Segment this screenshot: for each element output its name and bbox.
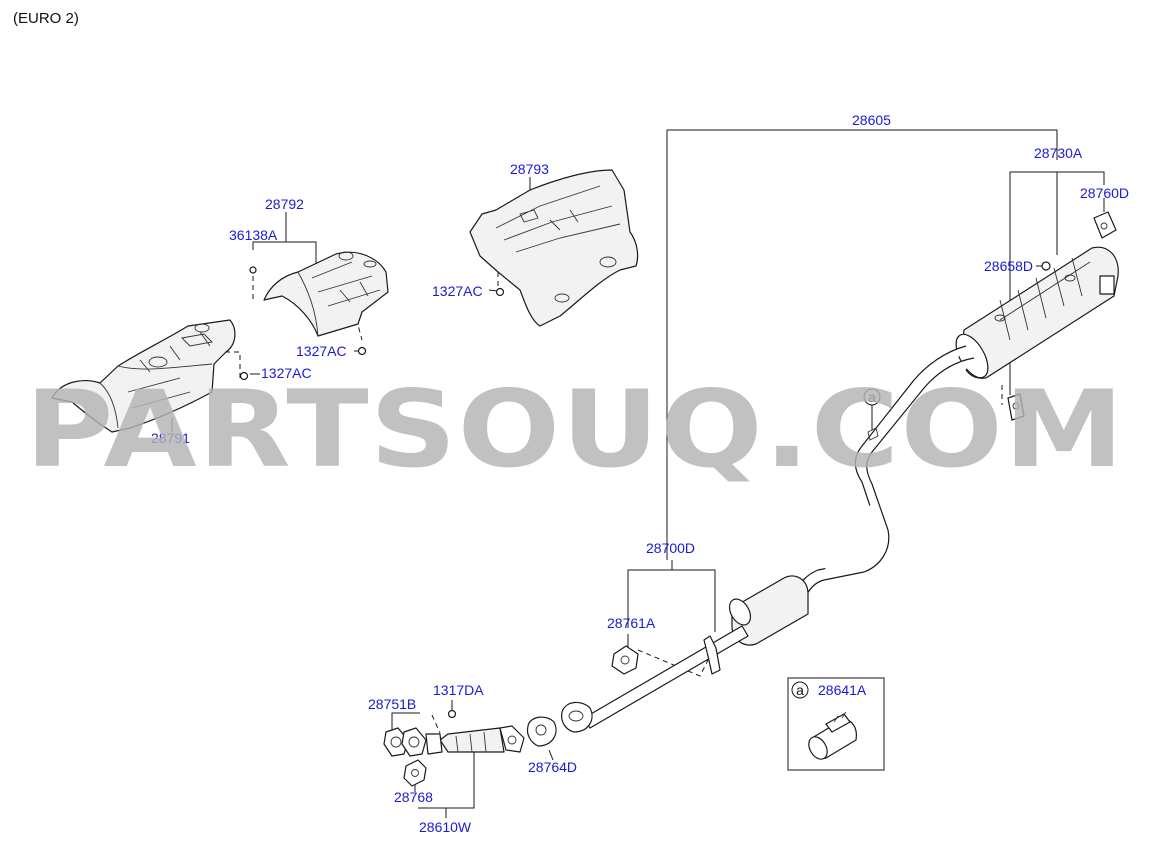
inset-ref-letter: a [796,682,804,698]
hanger-28768 [403,759,427,787]
callout-1327AC-upper: 1327AC [432,283,483,299]
callout-28792: 28792 [265,196,304,212]
leader-lines [171,129,1105,818]
front-pipe-28610W [425,709,525,755]
callout-28700D: 28700D [646,540,695,556]
callout-36138A: 36138A [229,227,278,243]
callout-28658D: 28658D [984,258,1033,274]
heat-shield-28791 [51,319,236,433]
ref-a-circle [863,388,881,406]
center-muffler-28700D [561,575,809,733]
gasket-28751B [383,727,427,757]
muffler-28730A [955,211,1119,421]
callout-28760D: 28760D [1080,185,1129,201]
callout-28791: 28791 [151,430,190,446]
callout-28761A: 28761A [607,615,656,631]
callout-28610W: 28610W [419,819,472,835]
heat-shield-28793 [469,169,639,327]
callout-28641A: 28641A [818,682,867,698]
heat-shield-28792 [239,251,389,381]
callout-28764D: 28764D [528,759,577,775]
callout-1327AC-lower: 1327AC [261,365,312,381]
callout-1327AC-middle: 1327AC [296,343,347,359]
watermark-text: PARTSOUQ.COM [25,368,1125,491]
inset-ref-circle [791,681,809,699]
callout-28751B: 28751B [368,696,416,712]
ref-a-letter: a [868,389,876,405]
hanger-28761A [611,645,639,675]
inset-box-28641A: a 28641A [787,677,885,771]
callout-labels: 28605 28730A 28760D 28658D 28793 1327AC … [151,112,1129,835]
tail-pipe [795,345,975,597]
gasket-28764D [526,716,557,747]
callout-28793: 28793 [510,161,549,177]
callout-28768: 28768 [394,789,433,805]
callout-1317DA: 1317DA [433,682,484,698]
callout-28730A: 28730A [1034,145,1083,161]
variant-label: (EURO 2) [13,10,79,27]
callout-28605: 28605 [852,112,891,128]
